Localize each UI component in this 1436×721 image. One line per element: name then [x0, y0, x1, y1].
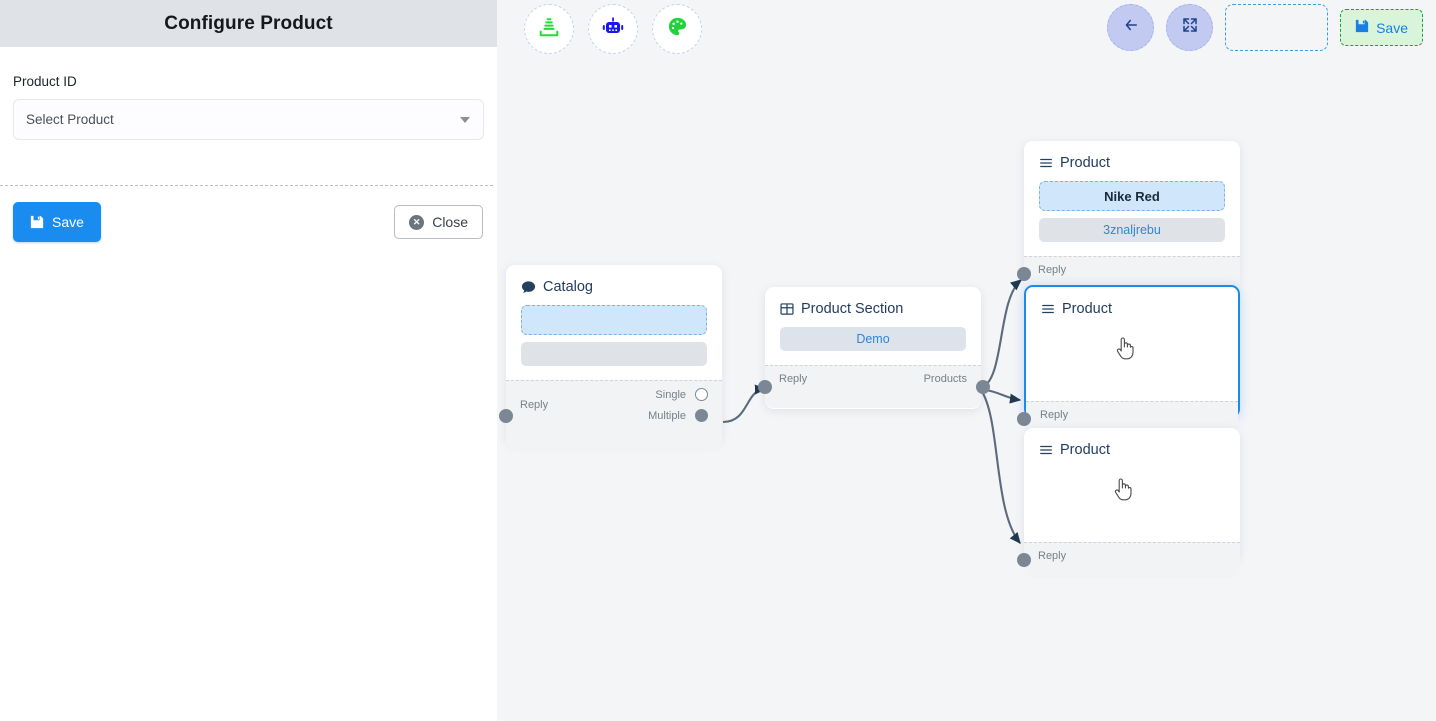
node-product-bottom-footer: Reply	[1017, 542, 1240, 578]
node-product-top[interactable]: Product Nike Red 3znaljrebu Reply	[1017, 141, 1240, 292]
product-bottom-reply-port-dot[interactable]	[1017, 553, 1031, 567]
product-section-products-label[interactable]: Products	[923, 373, 967, 385]
edge-catalog-to-section	[722, 384, 767, 424]
node-product-mid-title: Product	[1062, 301, 1112, 317]
table-grid-icon	[780, 302, 794, 316]
catalog-multiple-port[interactable]: Multiple	[648, 409, 708, 422]
node-product-top-header: Product	[1024, 141, 1240, 181]
product-mid-ports: Reply	[1026, 402, 1238, 421]
product-section-ports: Reply Products	[765, 366, 981, 385]
product-select[interactable]: Select Product	[13, 99, 484, 140]
node-product-bottom[interactable]: Product Reply	[1017, 428, 1240, 578]
product-top-ports: Reply	[1024, 257, 1240, 276]
pointer-hand-icon	[1112, 476, 1134, 502]
palette-icon	[666, 15, 689, 43]
product-bottom-reply-label[interactable]: Reply	[1038, 550, 1067, 562]
save-button-label: Save	[52, 214, 84, 230]
canvas-save-button[interactable]: Save	[1340, 9, 1423, 46]
list-lines-icon	[1039, 156, 1053, 170]
panel-header: Configure Product	[0, 0, 497, 47]
catalog-out-ports: Single Multiple	[648, 388, 708, 422]
product-top-sub[interactable]: 3znaljrebu	[1039, 218, 1225, 242]
chevron-down-icon	[460, 116, 470, 123]
edge-section-to-product-top	[980, 279, 1022, 389]
pointer-hand-icon	[1114, 335, 1136, 361]
canvas-save-label: Save	[1376, 19, 1408, 36]
catalog-ports: Reply Single Multiple	[506, 381, 722, 422]
node-product-mid[interactable]: Product Reply	[1017, 285, 1240, 437]
product-select-value: Select Product	[26, 112, 114, 127]
node-catalog[interactable]: Catalog Reply Single Multiple	[499, 265, 722, 449]
canvas-toolbar-right: Save	[1107, 4, 1423, 51]
node-product-section-footer: Reply Products	[758, 365, 990, 408]
node-product-bottom-header: Product	[1024, 428, 1240, 468]
catalog-single-label: Single	[655, 388, 686, 401]
list-lines-icon	[1041, 302, 1055, 316]
node-product-section-header: Product Section	[765, 287, 981, 327]
product-bottom-ports: Reply	[1024, 543, 1240, 562]
stack-icon	[538, 16, 560, 43]
catalog-placeholder-secondary[interactable]	[521, 342, 707, 366]
catalog-reply-port-label[interactable]: Reply	[520, 399, 549, 411]
save-button[interactable]: Save	[13, 202, 101, 242]
node-product-section-body: Demo	[765, 327, 981, 365]
panel-body: Product ID Select Product	[0, 47, 497, 140]
close-icon: ✕	[409, 214, 425, 230]
robot-tool-button[interactable]	[588, 4, 638, 54]
node-product-bottom-title: Product	[1060, 442, 1110, 458]
edge-section-to-product-bottom	[980, 389, 1021, 544]
node-catalog-title: Catalog	[543, 279, 593, 295]
back-button[interactable]	[1107, 4, 1155, 51]
product-top-reply-port-dot[interactable]	[1017, 267, 1031, 281]
node-catalog-footer: Reply Single Multiple	[499, 380, 722, 449]
flow-canvas[interactable]: Save Catalog Reply Single	[497, 0, 1436, 721]
robot-icon	[601, 15, 625, 44]
fit-screen-button[interactable]	[1166, 4, 1214, 51]
panel-divider	[0, 185, 493, 186]
catalog-single-port-dot[interactable]	[695, 388, 708, 401]
page-title: Configure Product	[164, 12, 333, 34]
node-product-section-title: Product Section	[801, 301, 904, 317]
product-section-products-port-dot[interactable]	[976, 380, 990, 394]
panel-actions: Save ✕ Close	[13, 202, 483, 242]
floppy-disk-icon	[30, 215, 44, 229]
catalog-single-port[interactable]: Single	[655, 388, 708, 401]
product-top-name[interactable]: Nike Red	[1039, 181, 1225, 211]
product-top-reply-label[interactable]: Reply	[1038, 264, 1067, 276]
close-button-label: Close	[432, 214, 468, 230]
fit-screen-icon	[1181, 16, 1199, 39]
product-section-demo-pill[interactable]: Demo	[780, 327, 966, 351]
product-section-reply-label[interactable]: Reply	[779, 373, 808, 385]
chat-bubble-icon	[521, 280, 536, 295]
catalog-reply-port-dot[interactable]	[499, 409, 513, 423]
node-catalog-body	[506, 305, 722, 380]
node-product-top-title: Product	[1060, 155, 1110, 171]
list-lines-icon	[1039, 443, 1053, 457]
toolbar-placeholder-slot[interactable]	[1225, 4, 1329, 51]
configure-product-panel: Configure Product Product ID Select Prod…	[0, 0, 497, 721]
node-catalog-header: Catalog	[506, 265, 722, 305]
node-product-mid-header: Product	[1026, 287, 1238, 327]
arrow-left-icon	[1122, 16, 1140, 39]
catalog-multiple-port-dot[interactable]	[695, 409, 708, 422]
catalog-placeholder-primary[interactable]	[521, 305, 707, 335]
product-id-label: Product ID	[13, 74, 77, 89]
node-product-section[interactable]: Product Section Demo Reply Products	[758, 287, 990, 409]
node-product-bottom-body	[1024, 468, 1240, 542]
stack-tool-button[interactable]	[524, 4, 574, 54]
product-mid-reply-port-dot[interactable]	[1017, 412, 1031, 426]
close-button[interactable]: ✕ Close	[394, 205, 483, 239]
canvas-toolbar-left	[524, 4, 702, 54]
node-product-top-body: Nike Red 3znaljrebu	[1024, 181, 1240, 256]
product-mid-reply-label[interactable]: Reply	[1040, 409, 1069, 421]
catalog-multiple-label: Multiple	[648, 409, 686, 422]
product-section-reply-port-dot[interactable]	[758, 380, 772, 394]
floppy-disk-icon	[1355, 19, 1369, 36]
node-product-mid-body	[1026, 327, 1238, 401]
palette-tool-button[interactable]	[652, 4, 702, 54]
